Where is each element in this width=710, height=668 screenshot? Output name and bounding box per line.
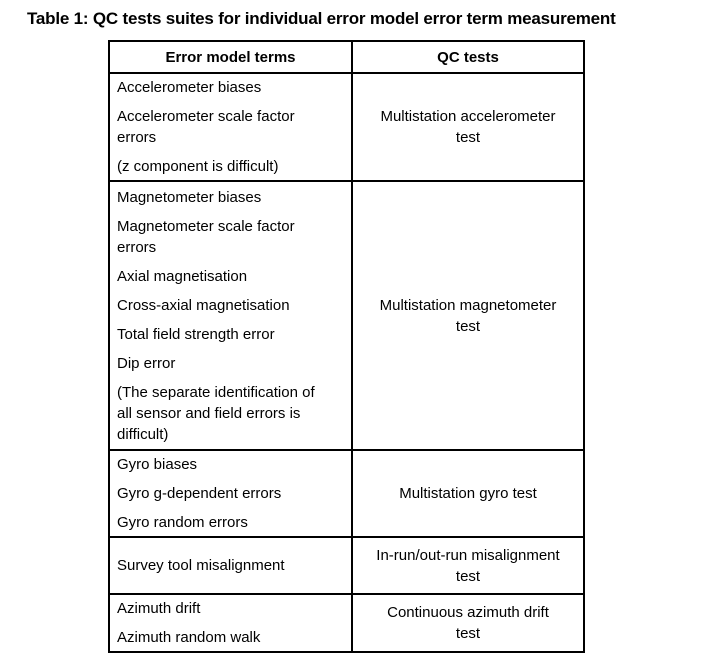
qc-test-line: Multistation accelerometer xyxy=(380,108,556,125)
qc-test-cell: Multistation accelerometer test xyxy=(353,74,583,180)
qc-test-cell: Multistation gyro test xyxy=(353,451,583,536)
error-term-line: (z component is difficult) xyxy=(117,158,279,175)
error-term-paragraph: Azimuth random walk xyxy=(117,627,260,648)
qc-test-line: test xyxy=(455,625,481,642)
qc-test-line: Multistation gyro test xyxy=(399,485,537,502)
error-term-line: Magnetometer scale factor xyxy=(117,217,295,235)
column-header-qc-tests: QC tests xyxy=(437,48,499,66)
error-term-line: Dip error xyxy=(117,354,176,372)
error-term-line: Azimuth random walk xyxy=(117,629,261,646)
table-row: Survey tool misalignment In-run/out-run m… xyxy=(110,536,583,593)
qc-test-line: Continuous azimuth drift xyxy=(387,604,549,621)
error-term-paragraph: Cross-axial magnetisation xyxy=(117,295,290,316)
qc-test-line: Multistation magnetometer xyxy=(379,296,557,314)
error-term-line: Accelerometer biases xyxy=(117,79,262,96)
error-term-paragraph: Axial magnetisation xyxy=(117,266,247,287)
error-term-line: Total field strength error xyxy=(117,325,275,343)
error-term-line: Azimuth drift xyxy=(117,600,201,617)
error-term-line: difficult) xyxy=(117,425,169,443)
error-term-paragraph: Azimuth drift xyxy=(117,598,200,619)
error-term-line: errors xyxy=(117,238,157,256)
error-term-paragraph: Accelerometer scale factor errors xyxy=(117,106,295,148)
error-term-paragraph: Survey tool misalignment xyxy=(117,555,285,576)
qc-test-line: test xyxy=(455,317,481,335)
error-term-paragraph: Magnetometer biases xyxy=(117,187,261,208)
error-term-paragraph: (The separate identification of all senso… xyxy=(117,382,315,445)
error-term-line: Gyro g-dependent errors xyxy=(117,485,282,502)
table-header-row: Error model terms QC tests xyxy=(110,42,583,72)
error-term-line: Cross-axial magnetisation xyxy=(117,296,290,314)
qc-test-line: In-run/out-run misalignment xyxy=(376,546,560,564)
error-term-paragraph: Gyro g-dependent errors xyxy=(117,483,281,504)
error-term-line: Accelerometer scale factor xyxy=(117,108,295,125)
error-term-line: Gyro biases xyxy=(117,456,198,473)
error-term-line: (The separate identification of xyxy=(117,383,315,401)
qc-tests-table: Error model terms QC tests Accelerometer… xyxy=(108,40,585,653)
qc-test-cell: Continuous azimuth drift test xyxy=(353,595,583,651)
qc-test-cell: In-run/out-run misalignment test xyxy=(353,538,583,593)
error-term-paragraph: Total field strength error xyxy=(117,324,275,345)
error-term-paragraph: (z component is difficult) xyxy=(117,156,278,177)
error-term-paragraph: Magnetometer scale factor errors xyxy=(117,216,295,258)
qc-test-cell: Multistation magnetometer test xyxy=(353,182,583,449)
error-term-line: all sensor and field errors is xyxy=(117,404,301,422)
error-term-line: Axial magnetisation xyxy=(117,267,248,285)
error-term-paragraph: Gyro biases xyxy=(117,454,197,475)
error-model-terms-cell: Survey tool misalignment xyxy=(110,538,353,593)
error-term-line: errors xyxy=(117,129,157,146)
qc-test-line: test xyxy=(455,129,481,146)
error-term-line: Magnetometer biases xyxy=(117,188,262,206)
error-term-paragraph: Dip error xyxy=(117,353,175,374)
column-header-error-model-terms: Error model terms xyxy=(110,42,353,72)
error-term-paragraph: Gyro random errors xyxy=(117,512,248,533)
table-caption: Table 1: QC tests suites for individual … xyxy=(27,9,616,28)
error-term-line: Gyro random errors xyxy=(117,514,248,531)
error-term-line: Survey tool misalignment xyxy=(117,557,285,574)
error-term-paragraph: Accelerometer biases xyxy=(117,77,261,98)
qc-test-line: test xyxy=(455,567,481,585)
